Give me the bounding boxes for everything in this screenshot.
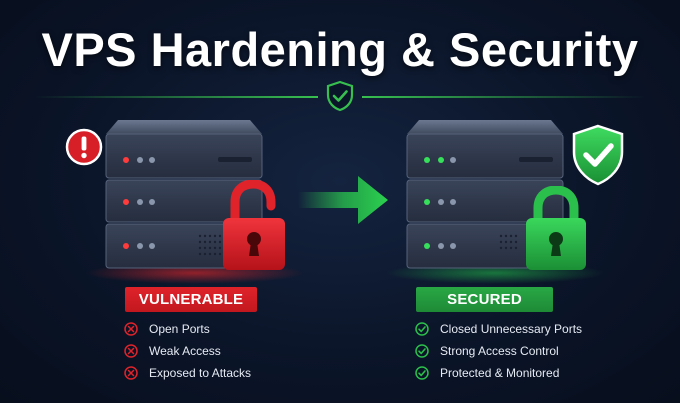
exclamation-icon xyxy=(65,128,103,166)
list-item-label: Closed Unnecessary Ports xyxy=(440,322,583,336)
list-item: Strong Access Control xyxy=(415,340,582,362)
list-item: Exposed to Attacks xyxy=(124,362,251,384)
list-item-label: Open Ports xyxy=(149,322,210,336)
divider-right xyxy=(362,96,645,98)
locked-padlock-icon xyxy=(526,186,586,270)
list-item: Open Ports xyxy=(124,318,251,340)
list-item-label: Weak Access xyxy=(149,344,221,358)
x-circle-icon xyxy=(124,366,138,380)
divider-left xyxy=(35,96,318,98)
shield-check-icon xyxy=(572,124,624,186)
check-circle-icon xyxy=(415,366,429,380)
list-item: Weak Access xyxy=(124,340,251,362)
check-circle-icon xyxy=(415,344,429,358)
vulnerability-list: Open Ports Weak Access Exposed to Attack… xyxy=(124,318,251,384)
list-item: Closed Unnecessary Ports xyxy=(415,318,582,340)
x-circle-icon xyxy=(124,322,138,336)
list-item: Protected & Monitored xyxy=(415,362,582,384)
check-circle-icon xyxy=(415,322,429,336)
x-circle-icon xyxy=(124,344,138,358)
server-secured xyxy=(406,120,564,269)
page-title: VPS Hardening & Security xyxy=(41,23,639,76)
unlocked-padlock-icon xyxy=(223,180,285,270)
shield-check-icon xyxy=(326,80,354,112)
list-item-label: Strong Access Control xyxy=(440,344,559,358)
list-item-label: Protected & Monitored xyxy=(440,366,560,380)
arrow-right-icon xyxy=(298,176,388,224)
list-item-label: Exposed to Attacks xyxy=(149,366,252,380)
vulnerable-badge: VULNERABLE xyxy=(125,287,257,312)
secured-badge: SECURED xyxy=(416,287,553,312)
security-list: Closed Unnecessary Ports Strong Access C… xyxy=(415,318,582,384)
